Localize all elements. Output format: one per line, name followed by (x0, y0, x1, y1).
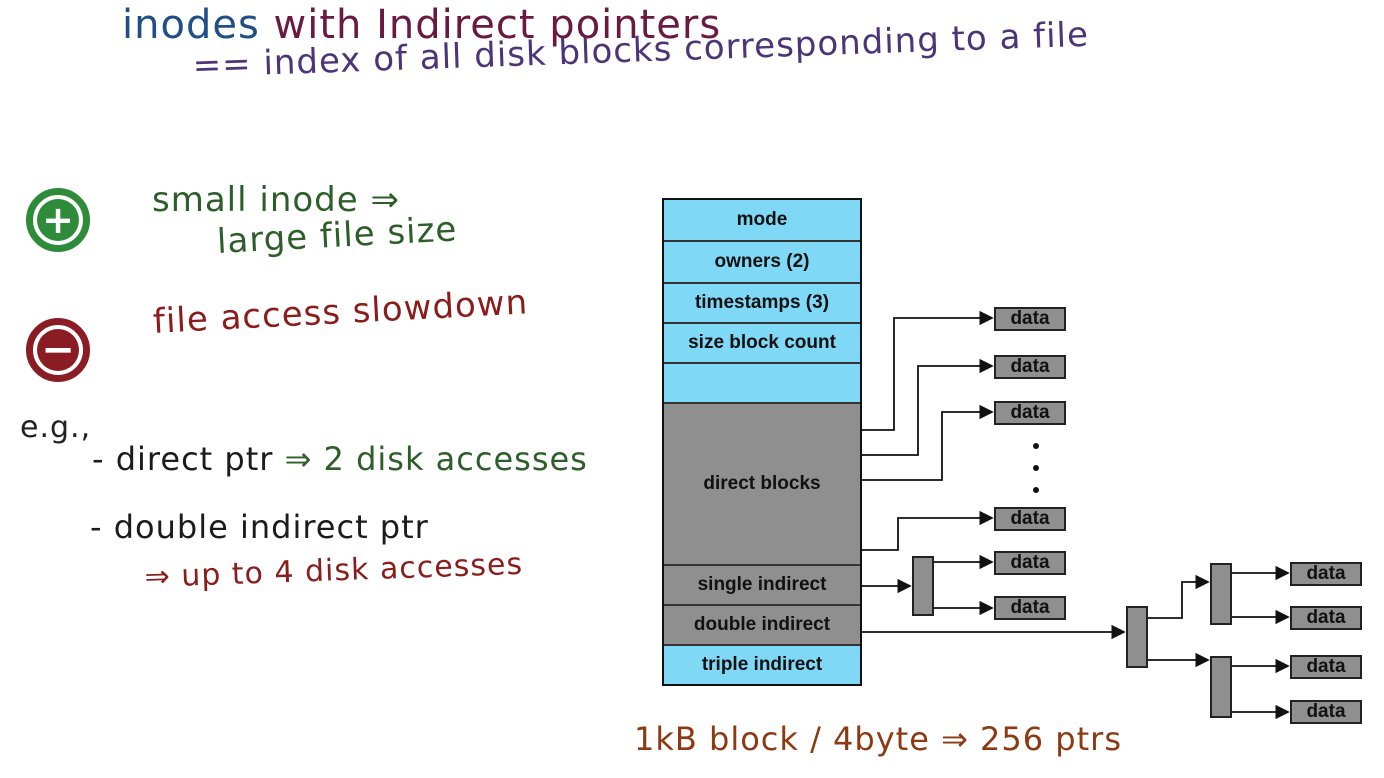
footer-note: 1kB block / 4byte ⇒ 256 ptrs (634, 720, 1122, 758)
data-block: data (1290, 655, 1362, 679)
row-timestamps: timestamps (3) (664, 284, 860, 324)
minus-icon: − (26, 318, 90, 382)
data-block: data (994, 355, 1066, 379)
data-block: data (994, 307, 1066, 331)
inode-table: mode owners (2) timestamps (3) size bloc… (662, 198, 862, 686)
direct-ptr-line-3 (862, 404, 994, 481)
data-block: data (1290, 606, 1362, 630)
eg-label: e.g., (20, 410, 92, 445)
data-block: data (1290, 562, 1362, 586)
example-direct-result: ⇒ 2 disk accesses (284, 440, 588, 478)
row-double-indirect: double indirect (664, 606, 860, 646)
plus-symbol: + (37, 199, 79, 241)
double-l1-to-l2a (1146, 574, 1210, 619)
example-direct-prefix: - direct ptr (92, 440, 285, 478)
title: inodes with Indirect pointers (122, 2, 721, 48)
data-block: data (994, 596, 1066, 620)
data-dot-2 (1033, 465, 1039, 471)
double-indirect-level2-block-b (1210, 656, 1232, 718)
direct-ptr-line-4 (862, 510, 994, 551)
row-owners: owners (2) (664, 242, 860, 284)
single-indirect-block (912, 556, 934, 616)
title-part2: with Indirect pointers (273, 2, 722, 48)
example-double: - double indirect ptr (90, 508, 429, 546)
row-size: size block count (664, 324, 860, 364)
direct-ptr-line-1 (862, 310, 994, 431)
example-direct: - direct ptr ⇒ 2 disk accesses (92, 440, 588, 478)
data-block: data (994, 507, 1066, 531)
row-mode: mode (664, 200, 860, 242)
double-indirect-level1-block (1126, 606, 1148, 668)
row-single-indirect: single indirect (664, 566, 860, 606)
pro-line1: small inode ⇒ (152, 180, 400, 220)
double-indirect-level2-block-a (1210, 563, 1232, 625)
direct-ptr-line-2 (862, 358, 994, 456)
row-empty (664, 364, 860, 404)
row-direct-blocks: direct blocks (664, 404, 860, 566)
data-block: data (994, 551, 1066, 575)
data-dot-3 (1033, 487, 1039, 493)
data-dot-1 (1033, 443, 1039, 449)
plus-icon: + (26, 188, 90, 252)
title-part1: inodes (122, 2, 260, 48)
data-block: data (994, 401, 1066, 425)
row-triple-indirect: triple indirect (664, 646, 860, 684)
minus-symbol: − (37, 329, 79, 371)
data-block: data (1290, 700, 1362, 724)
